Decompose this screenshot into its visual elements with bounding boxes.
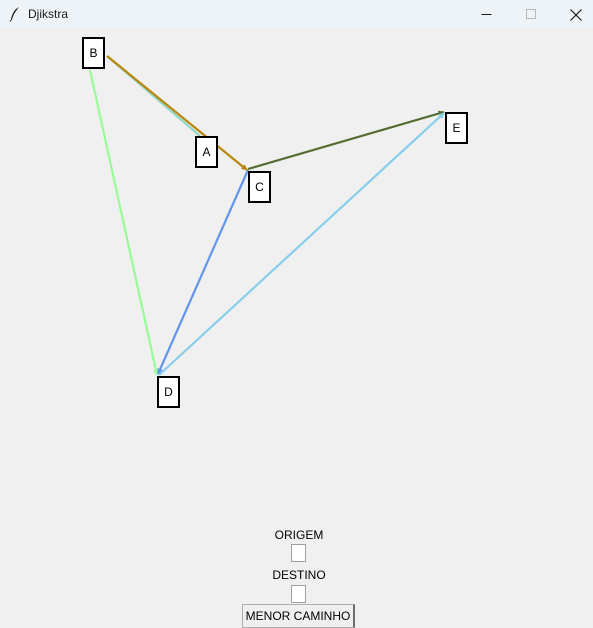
close-icon	[570, 8, 582, 21]
close-button[interactable]	[553, 0, 593, 29]
destino-input[interactable]	[291, 585, 306, 603]
node-label: C	[255, 180, 264, 194]
feather-icon	[9, 7, 19, 22]
edge-d-e	[158, 112, 445, 376]
title-bar[interactable]: Djikstra	[0, 0, 593, 29]
origem-input[interactable]	[291, 544, 306, 562]
maximize-icon	[525, 9, 536, 19]
window-title: Djikstra	[28, 7, 69, 21]
origem-label: ORIGEM	[274, 528, 324, 542]
edge-b-d	[88, 69, 159, 376]
node-b[interactable]: B	[82, 37, 105, 69]
node-d[interactable]: D	[157, 376, 180, 408]
shortest-path-button[interactable]: MENOR CAMINHO	[242, 604, 355, 628]
edge-c-d	[156, 169, 250, 375]
node-label: B	[89, 46, 98, 60]
node-c[interactable]: C	[248, 171, 271, 203]
destino-label: DESTINO	[272, 568, 326, 582]
node-label: A	[202, 145, 211, 159]
edge-c-e	[247, 110, 445, 171]
node-label: E	[452, 121, 461, 135]
node-label: D	[164, 385, 173, 399]
edge-b-c	[106, 55, 248, 171]
maximize-button[interactable]	[508, 0, 554, 29]
minimize-icon	[481, 14, 491, 15]
node-e[interactable]: E	[445, 112, 468, 144]
node-a[interactable]: A	[195, 136, 218, 168]
minimize-button[interactable]	[463, 0, 509, 29]
